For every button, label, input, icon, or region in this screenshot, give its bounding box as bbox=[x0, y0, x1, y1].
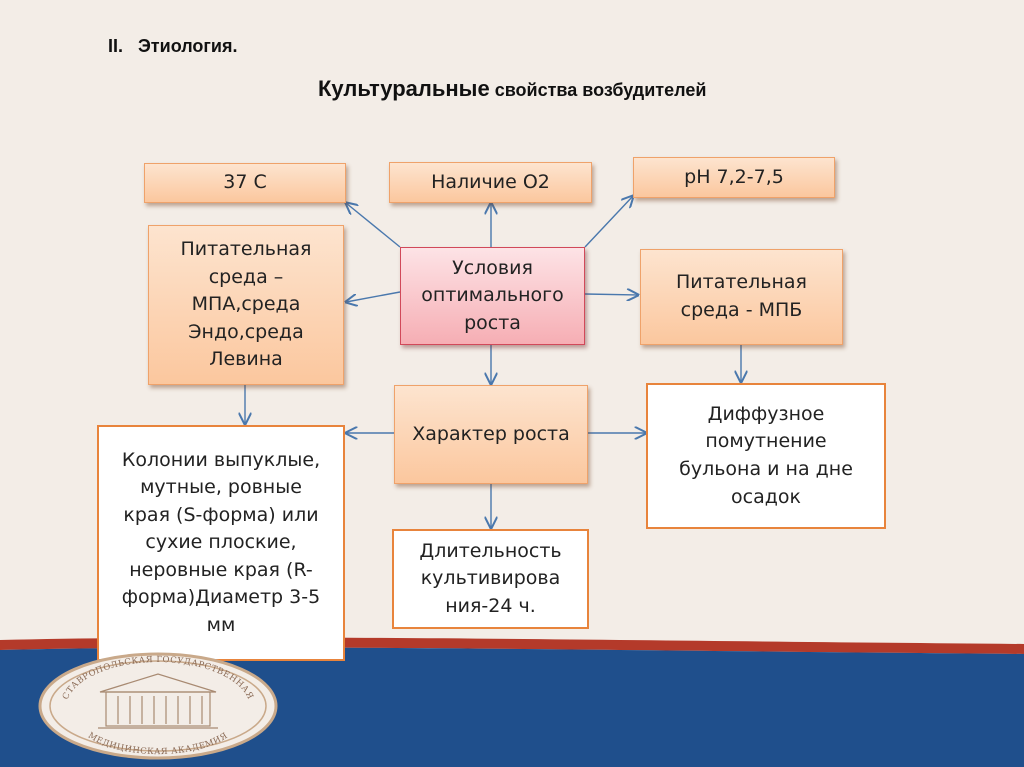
temperature-box: 37 С bbox=[144, 163, 346, 203]
center-conditions-box: Условия оптимального роста bbox=[400, 247, 585, 345]
colonies-text: Колонии выпуклые, мутные, ровные края (S… bbox=[121, 448, 321, 636]
arrow-to-temperature bbox=[346, 203, 401, 248]
title-bold-part: Культуральные bbox=[318, 76, 490, 101]
liquid-media-box: Питательная среда - МПБ bbox=[640, 249, 843, 345]
oxygen-text: Наличие О2 bbox=[431, 170, 550, 193]
page-title: Культуральные свойства возбудителей bbox=[318, 76, 706, 102]
arrow-to-liquid-media bbox=[584, 294, 638, 295]
ph-box: рН 7,2-7,5 bbox=[633, 157, 835, 198]
academy-seal-logo: СТАВРОПОЛЬСКАЯ ГОСУДАРСТВЕННАЯ МЕДИЦИНСК… bbox=[38, 652, 278, 760]
building-icon bbox=[98, 673, 218, 729]
duration-text: Длительность культивирова ния-24 ч. bbox=[419, 539, 562, 617]
oxygen-box: Наличие О2 bbox=[389, 162, 592, 203]
solid-media-box: Питательная среда – МПА,среда Эндо,среда… bbox=[148, 225, 344, 385]
arrow-to-solid-media bbox=[346, 291, 401, 302]
arrow-to-ph bbox=[584, 196, 633, 248]
section-label: II. Этиология. bbox=[108, 36, 238, 56]
temperature-text: 37 С bbox=[223, 171, 267, 194]
broth-growth-box: Диффузное помутнение бульона и на дне ос… bbox=[646, 383, 886, 529]
growth-character-text: Характер роста bbox=[412, 422, 570, 445]
ph-text: рН 7,2-7,5 bbox=[684, 165, 784, 188]
center-conditions-text: Условия оптимального роста bbox=[421, 256, 564, 334]
growth-character-box: Характер роста bbox=[394, 385, 588, 484]
duration-box: Длительность культивирова ния-24 ч. bbox=[392, 529, 589, 629]
title-rest-part: свойства возбудителей bbox=[489, 80, 707, 100]
colonies-box: Колонии выпуклые, мутные, ровные края (S… bbox=[97, 425, 345, 661]
liquid-media-text: Питательная среда - МПБ bbox=[676, 271, 807, 321]
broth-growth-text: Диффузное помутнение бульона и на дне ос… bbox=[679, 402, 853, 508]
solid-media-text: Питательная среда – МПА,среда Эндо,среда… bbox=[180, 238, 312, 371]
